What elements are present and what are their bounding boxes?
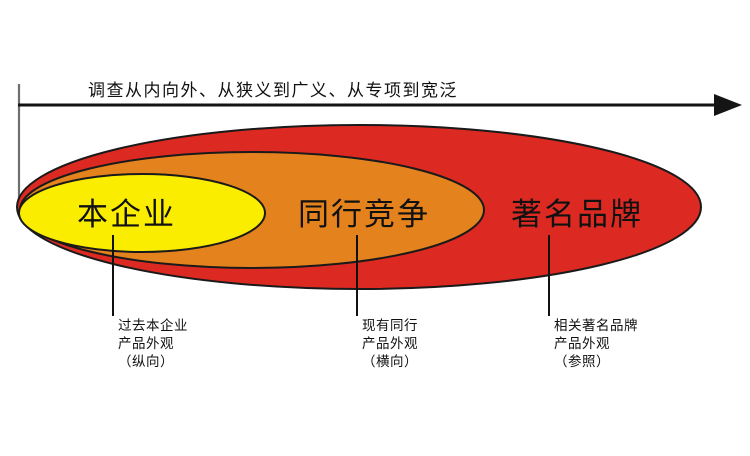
ellipse-inner-own-company[interactable] <box>18 173 266 253</box>
callout-inner-line3: （纵向） <box>118 354 174 370</box>
ellipse-label-inner: 本企业 <box>77 197 176 233</box>
callout-inner-line2: 产品外观 <box>118 336 174 352</box>
callout-middle: 现有同行 产品外观 （横向） <box>362 318 418 370</box>
axis-arrow-head <box>714 94 742 116</box>
callout-outer-line3: （参照） <box>554 353 610 370</box>
callout-outer: 相关著名品牌 产品外观 （参照） <box>554 317 638 370</box>
ellipse-label-outer: 著名品牌 <box>511 197 643 233</box>
axis-caption: 调查从内向外、从狭义到广义、从专项到宽泛 <box>88 81 458 101</box>
callout-middle-line3: （横向） <box>362 354 418 370</box>
callout-inner: 过去本企业 产品外观 （纵向） <box>118 317 188 370</box>
ellipse-label-middle: 同行竞争 <box>298 197 430 233</box>
callout-inner-line1: 过去本企业 <box>118 317 188 334</box>
callout-outer-line2: 产品外观 <box>554 336 610 352</box>
callout-middle-line1: 现有同行 <box>362 318 418 334</box>
callout-middle-line2: 产品外观 <box>362 336 418 352</box>
callout-outer-line1: 相关著名品牌 <box>554 317 638 334</box>
